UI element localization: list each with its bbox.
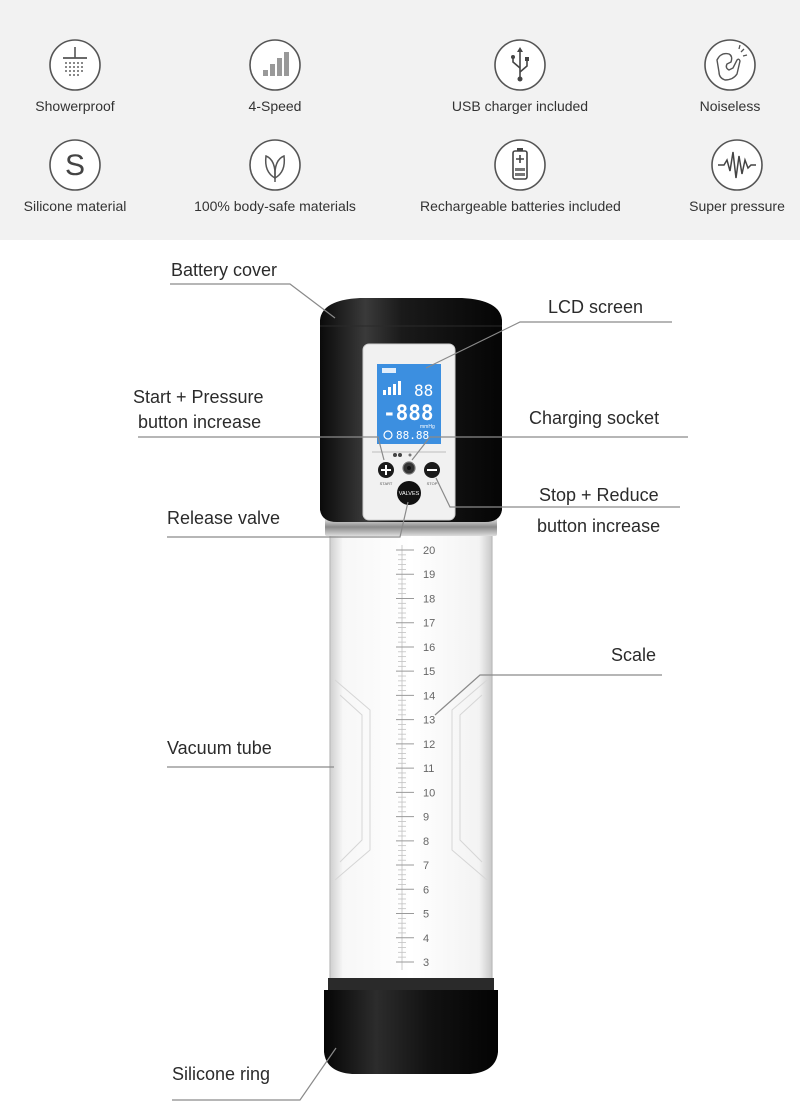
lcd-level: 88 [414, 381, 433, 400]
feature-strip: Showerproof 4-Speed USB c [0, 0, 800, 240]
svg-text:STOP: STOP [427, 481, 438, 486]
feature-usb: USB charger included [420, 38, 620, 114]
line-charging-socket [411, 436, 688, 461]
feature-label: Super pressure [689, 198, 785, 214]
scale-number: 4 [423, 933, 429, 945]
label-scale: Scale [611, 645, 657, 665]
feature-label: 4-Speed [248, 98, 302, 114]
svg-text:START: START [380, 481, 393, 486]
feature-showerproof: Showerproof [0, 38, 175, 114]
line-start-pressure [138, 436, 385, 461]
label-charging-socket: Charging socket [529, 408, 660, 428]
feature-super-pressure: Super pressure [637, 138, 800, 214]
start-plus-button[interactable]: START [378, 462, 394, 486]
lcd-timer: 88.88 [396, 429, 429, 442]
label-release-valve: Release valve [167, 508, 281, 528]
scale-number: 18 [423, 593, 435, 605]
pressure-wave-icon [711, 139, 763, 191]
release-valve-button[interactable]: VALVES [397, 481, 421, 505]
product-diagram: 20 19 18 17 16 15 14 13 12 11 10 9 8 7 6 5 4 3 88 -888 mm… [138, 283, 688, 1101]
scale-number: 7 [423, 860, 429, 872]
svg-text:VALVES: VALVES [399, 491, 420, 497]
feature-label: Noiseless [699, 98, 761, 114]
feature-noiseless: Noiseless [630, 38, 800, 114]
label-start-pressure-2: button increase [138, 412, 262, 432]
scale: 20 19 18 17 16 15 14 13 12 11 10 9 8 7 6 5 4 3 [396, 545, 435, 969]
label-vacuum-tube: Vacuum tube [167, 738, 272, 758]
stop-minus-button[interactable]: STOP [424, 462, 440, 486]
scale-number: 15 [423, 666, 435, 678]
scale-number: 3 [423, 957, 429, 969]
chrome-band [325, 518, 497, 536]
speed-bars-icon [249, 39, 301, 91]
scale-number: 16 [423, 642, 435, 654]
usb-icon [494, 39, 546, 91]
letter-s-icon: S [49, 139, 101, 191]
line-silicone-ring [172, 1047, 337, 1101]
feature-body-safe: 100% body-safe materials [175, 138, 375, 214]
control-panel: 88 -888 mmHg 88.88 START STOP VALVES [362, 343, 456, 521]
charging-socket[interactable] [402, 461, 416, 475]
vacuum-tube [329, 534, 493, 996]
scale-number: 10 [423, 787, 435, 799]
scale-number: 8 [423, 836, 429, 848]
feature-4-speed: 4-Speed [175, 38, 375, 114]
scale-number: 14 [423, 690, 435, 702]
label-lcd-screen: LCD screen [548, 297, 644, 317]
line-lcd-screen [425, 321, 672, 369]
scale-number: 12 [423, 739, 435, 751]
scale-number: 17 [423, 618, 435, 630]
label-stop-reduce-1: Stop + Reduce [539, 485, 659, 505]
battery-icon [494, 139, 546, 191]
scale-number: 11 [423, 763, 434, 775]
scale-number: 20 [423, 545, 435, 557]
scale-number: 19 [423, 569, 435, 581]
callout-lines [138, 283, 688, 1101]
mute-hand-icon [704, 39, 756, 91]
lcd-pressure: -888 [383, 401, 434, 425]
feature-rechargeable: Rechargeable batteries included [420, 138, 621, 214]
scale-number: 13 [423, 715, 435, 727]
feature-silicone: S Silicone material [0, 138, 175, 214]
svg-text:S: S [65, 149, 85, 182]
label-silicone-ring: Silicone ring [172, 1064, 271, 1084]
silicone-ring [324, 978, 498, 1074]
shower-icon [49, 39, 101, 91]
line-battery-cover [170, 283, 336, 319]
scale-number: 9 [423, 812, 429, 824]
label-start-pressure-1: Start + Pressure [133, 387, 264, 407]
scale-number: 6 [423, 884, 429, 896]
feature-label: 100% body-safe materials [194, 198, 356, 214]
label-stop-reduce-2: button increase [537, 516, 661, 536]
feature-label: Rechargeable batteries included [420, 198, 621, 214]
line-scale [434, 674, 662, 716]
feature-label: Silicone material [23, 198, 127, 214]
clock-icon [383, 430, 393, 440]
scale-number: 5 [423, 909, 429, 921]
signal-bars-icon [383, 381, 401, 395]
label-battery-cover: Battery cover [171, 260, 278, 280]
line-release-valve [167, 501, 409, 538]
line-stop-reduce [435, 477, 680, 508]
feature-label: Showerproof [35, 98, 115, 114]
lcd-unit: mmHg [420, 424, 435, 430]
feature-label: USB charger included [451, 98, 589, 114]
leaf-icon [249, 139, 301, 191]
